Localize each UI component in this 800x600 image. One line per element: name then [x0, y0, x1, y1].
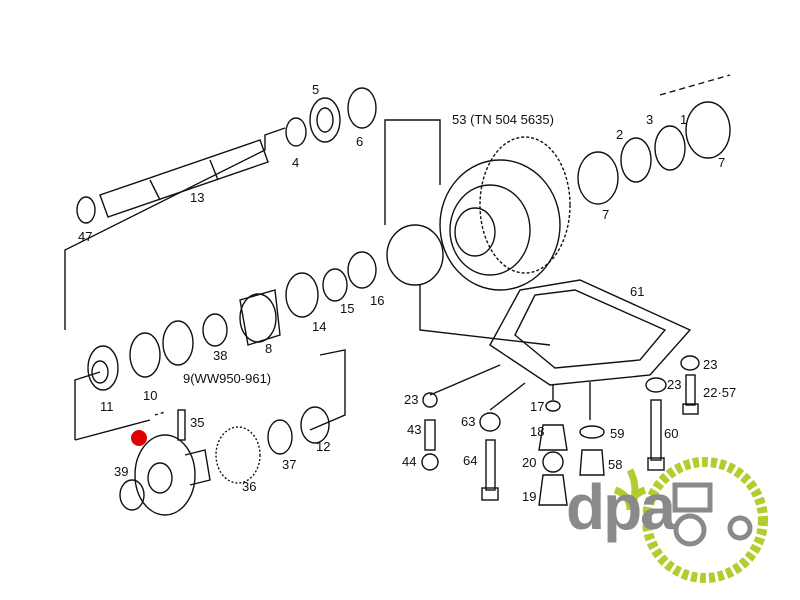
- callout-53: 53 (TN 504 5635): [452, 112, 554, 127]
- callout-4: 4: [292, 155, 300, 170]
- callout-12: 12: [316, 439, 331, 454]
- callout-22-57: 22·57: [703, 385, 737, 400]
- dpa-logo: dpa: [566, 471, 676, 543]
- shaft-13: [76, 139, 269, 224]
- callout-18: 18: [530, 424, 545, 439]
- callout-19: 19: [522, 489, 537, 504]
- callout-7: 7: [602, 207, 610, 222]
- callout-13: 13: [190, 190, 205, 205]
- callout-47: 47: [78, 229, 93, 244]
- callout-16: 16: [370, 293, 385, 308]
- red-marker: [131, 430, 147, 446]
- callout-11: 11: [100, 399, 114, 414]
- cover-plate-61: [489, 279, 692, 386]
- callout-9: 9(WW950-961): [183, 371, 272, 386]
- logo-tractor: [672, 482, 753, 547]
- callout-10: 10: [143, 388, 158, 403]
- callout-14: 14: [312, 319, 327, 334]
- callout-39: 39: [114, 464, 129, 479]
- logo-wheat: [613, 468, 647, 512]
- callout-58: 58: [608, 457, 623, 472]
- callout-1: 1: [680, 112, 688, 127]
- callout-37: 37: [282, 457, 297, 472]
- callout-23b: 23: [667, 377, 682, 392]
- gear-53: [439, 136, 571, 291]
- callout-63: 63: [461, 414, 476, 429]
- callout-36: 36: [242, 479, 257, 494]
- callout-7b: 7: [718, 155, 726, 170]
- callout-5: 5: [312, 82, 320, 97]
- callout-23c: 23: [703, 357, 718, 372]
- callout-60: 60: [664, 426, 679, 441]
- callout-38: 38: [213, 348, 228, 363]
- callout-23: 23: [404, 392, 419, 407]
- callout-35: 35: [190, 415, 205, 430]
- callout-8: 8: [265, 341, 273, 356]
- callout-64: 64: [463, 453, 478, 468]
- callout-44: 44: [402, 454, 417, 469]
- callout-2: 2: [616, 127, 624, 142]
- callout-59: 59: [610, 426, 625, 441]
- callout-61: 61: [630, 284, 645, 299]
- callout-20: 20: [522, 455, 537, 470]
- logo-gear: [642, 457, 768, 583]
- callout-15: 15: [340, 301, 355, 316]
- callout-43: 43: [407, 422, 422, 437]
- callout-3: 3: [646, 112, 654, 127]
- callout-6: 6: [356, 134, 364, 149]
- callout-17: 17: [530, 399, 545, 414]
